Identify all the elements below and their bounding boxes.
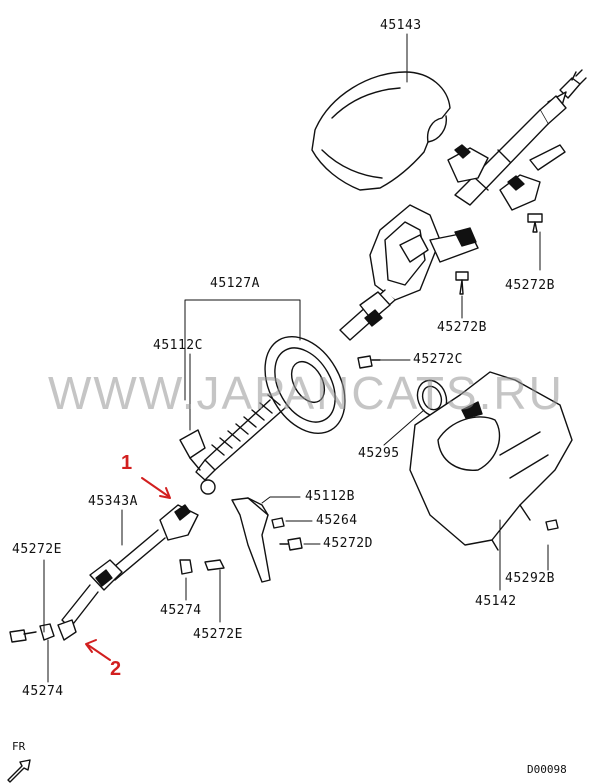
upper-shaft [454,69,587,206]
intermediate-joint [339,289,396,341]
direction-label: FR [12,740,26,753]
column-bracket [369,144,566,301]
bolt-45272b-lower [455,271,469,295]
label-45274-left[interactable]: 45274 [22,684,64,699]
upper-column-cover [311,71,451,191]
nut-45274-center [179,559,193,575]
lower-column-cover [409,371,573,551]
leader-lines [43,33,549,683]
nut-45274-left [39,623,55,641]
label-45112b[interactable]: 45112B [305,489,355,504]
label-45295[interactable]: 45295 [358,446,400,461]
bolt-45272e-left [9,629,37,643]
screw-45292b [545,519,559,531]
boot-seal-assembly [195,335,346,495]
callout-arrows [85,477,171,661]
callout-2: 2 [110,658,122,680]
label-45127a[interactable]: 45127A [210,276,260,291]
callout-1: 1 [121,452,133,474]
label-45274-center[interactable]: 45274 [160,603,202,618]
bolt-45272b-upper [527,213,543,233]
bolt-45272e-center [204,559,225,571]
label-45292b[interactable]: 45292B [505,571,555,586]
clip-45112c [179,429,206,471]
label-45272b-lower[interactable]: 45272B [437,320,487,335]
watermark: WWW.JAPANCATS.RU [48,367,564,419]
bolt-45272d [279,537,303,551]
bolt-45272c [357,355,381,369]
label-45343a[interactable]: 45343A [88,494,138,509]
ring-45295 [416,379,448,417]
label-45272e-left[interactable]: 45272E [12,542,62,557]
label-45112c[interactable]: 45112C [153,338,203,353]
screw-45264 [271,517,285,529]
label-45142[interactable]: 45142 [475,594,517,609]
label-45143[interactable]: 45143 [380,18,422,33]
label-45272d[interactable]: 45272D [323,536,373,551]
label-45272b-upper[interactable]: 45272B [505,278,555,293]
label-45264[interactable]: 45264 [316,513,358,528]
label-45272e-center[interactable]: 45272E [193,627,243,642]
label-45272c[interactable]: 45272C [413,352,463,367]
diagram-code: D00098 [527,763,567,776]
bracket-45112b [231,497,271,583]
fr-arrow-icon [7,759,31,783]
lower-joint-shaft [57,504,199,641]
